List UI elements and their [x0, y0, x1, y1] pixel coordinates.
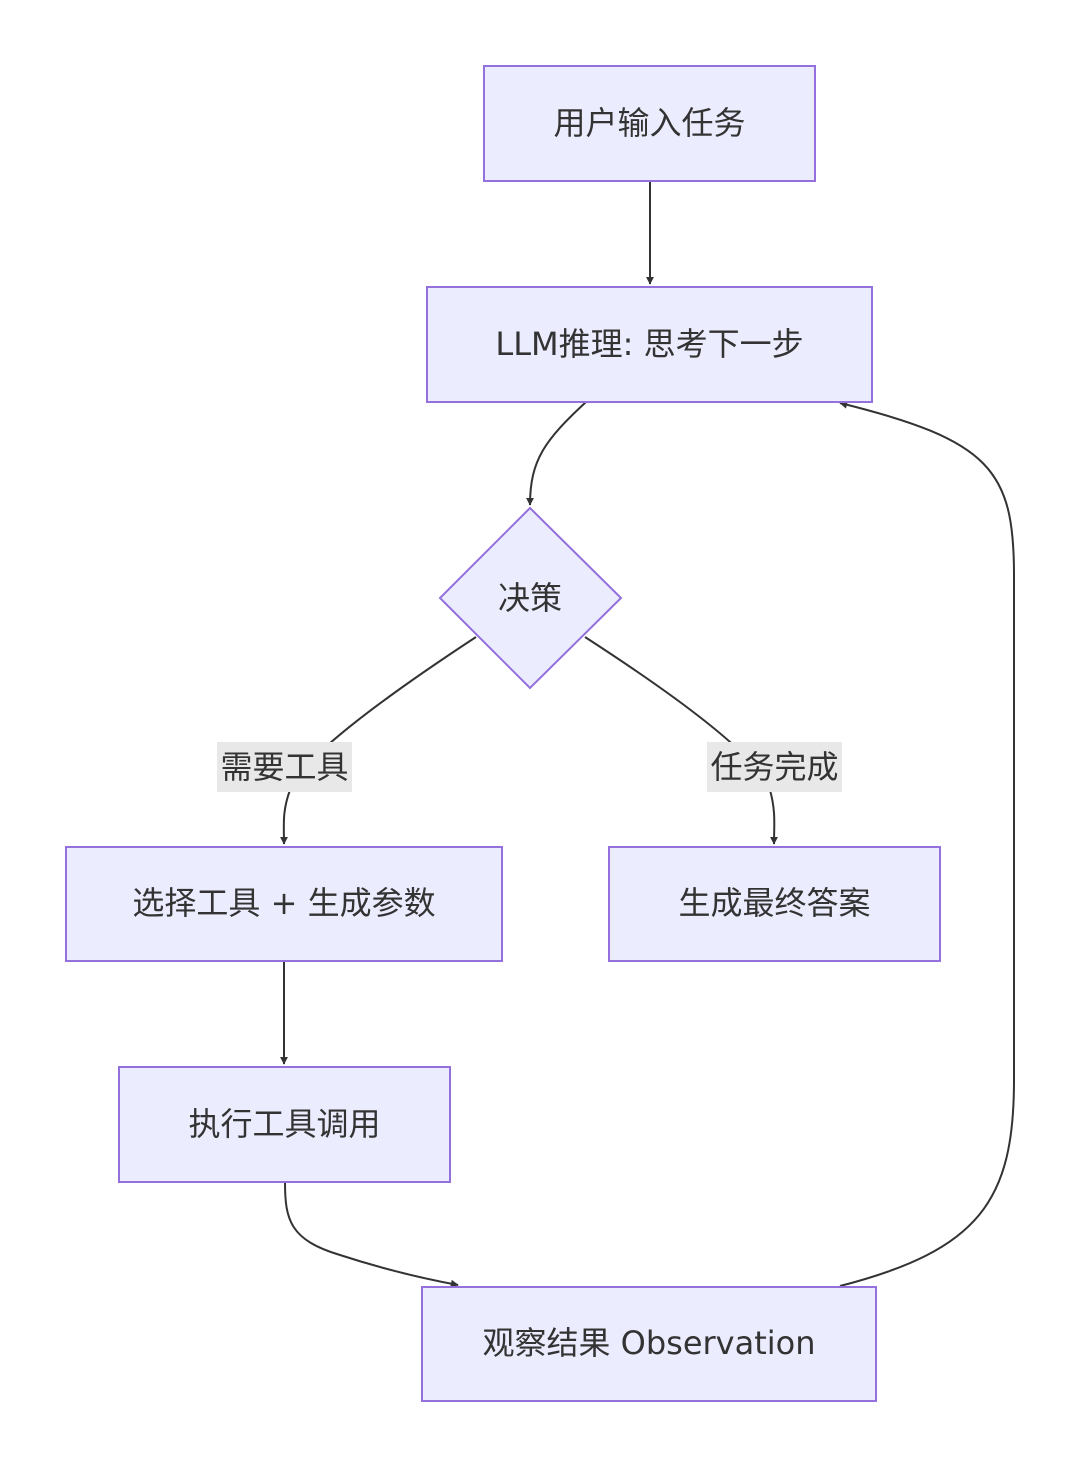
edge-label-need-tool-text: 需要工具 [220, 748, 348, 786]
node-observe: 观察结果 Observation [421, 1286, 877, 1402]
edge-execute-to-observe [284, 1181, 459, 1288]
node-select-tool: 选择工具 + 生成参数 [65, 846, 503, 962]
node-execute-tool: 执行工具调用 [118, 1066, 451, 1183]
edge-label-task-done: 任务完成 [707, 742, 842, 792]
node-llm-reasoning-label: LLM推理: 思考下一步 [495, 325, 803, 363]
node-final-answer-label: 生成最终答案 [678, 884, 870, 922]
edge-llm-to-decision [526, 401, 587, 506]
node-user-input-label: 用户输入任务 [553, 104, 745, 142]
node-user-input: 用户输入任务 [483, 65, 816, 182]
node-final-answer: 生成最终答案 [608, 846, 941, 962]
node-select-tool-label: 选择工具 + 生成参数 [132, 884, 435, 922]
node-llm-reasoning: LLM推理: 思考下一步 [426, 286, 873, 403]
edge-label-need-tool: 需要工具 [217, 742, 352, 792]
edge-decision-to-final-answer [584, 636, 779, 845]
node-execute-tool-label: 执行工具调用 [188, 1105, 380, 1143]
node-observe-label: 观察结果 Observation [482, 1324, 815, 1362]
edge-decision-to-select-tool [279, 636, 477, 845]
edge-observe-to-llm-loop [839, 400, 1015, 1287]
edge-label-task-done-text: 任务完成 [710, 748, 838, 786]
node-decision-label: 决策 [498, 579, 562, 617]
node-decision: 决策 [438, 506, 623, 690]
